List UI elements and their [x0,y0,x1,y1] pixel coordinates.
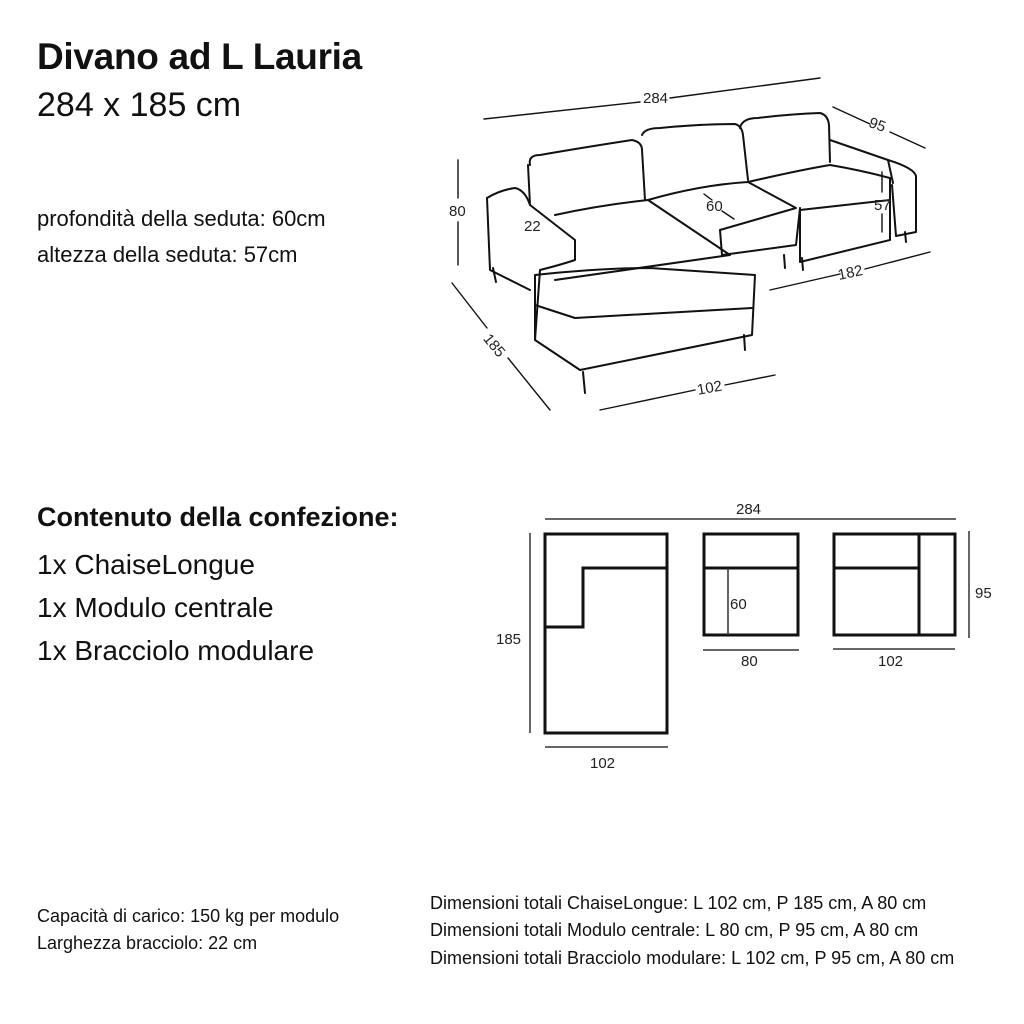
dim-102: 102 [696,378,724,399]
spec-seat-height: altezza della seduta: 57cm [37,242,298,267]
content-item-center: 1x Modulo centrale [37,592,274,623]
dim-182: 182 [836,262,864,284]
contents-title: Contenuto della confezione: [37,502,399,532]
product-size: 284 x 185 cm [37,86,242,124]
plan-dim-60: 60 [730,596,747,613]
plan-dim-185: 185 [496,631,521,648]
plan-dim-80: 80 [741,653,758,670]
spec-seat-depth: profondità della seduta: 60cm [37,206,326,231]
footer-load-capacity: Capacità di carico: 150 kg per modulo [37,906,340,926]
plan-dim-284: 284 [736,501,761,518]
plan-dim-102-chaise: 102 [590,755,615,772]
footer-dim-center: Dimensioni totali Modulo centrale: L 80 … [430,920,919,940]
plan-dim-102-arm: 102 [878,653,903,670]
dim-95: 95 [867,114,888,136]
dim-80: 80 [449,203,466,220]
content-item-chaise: 1x ChaiseLongue [37,549,255,580]
footer-dim-arm: Dimensioni totali Bracciolo modulare: L … [430,948,955,968]
dim-22: 22 [524,218,541,235]
footer-arm-width: Larghezza bracciolo: 22 cm [37,933,258,953]
product-title: Divano ad L Lauria [37,36,362,77]
plan-dim-95: 95 [975,585,992,602]
dim-284: 284 [643,90,668,107]
content-item-arm: 1x Bracciolo modulare [37,635,315,666]
dim-57: 57 [874,197,891,214]
dim-60: 60 [706,198,723,215]
footer-dim-chaise: Dimensioni totali ChaiseLongue: L 102 cm… [430,893,927,913]
